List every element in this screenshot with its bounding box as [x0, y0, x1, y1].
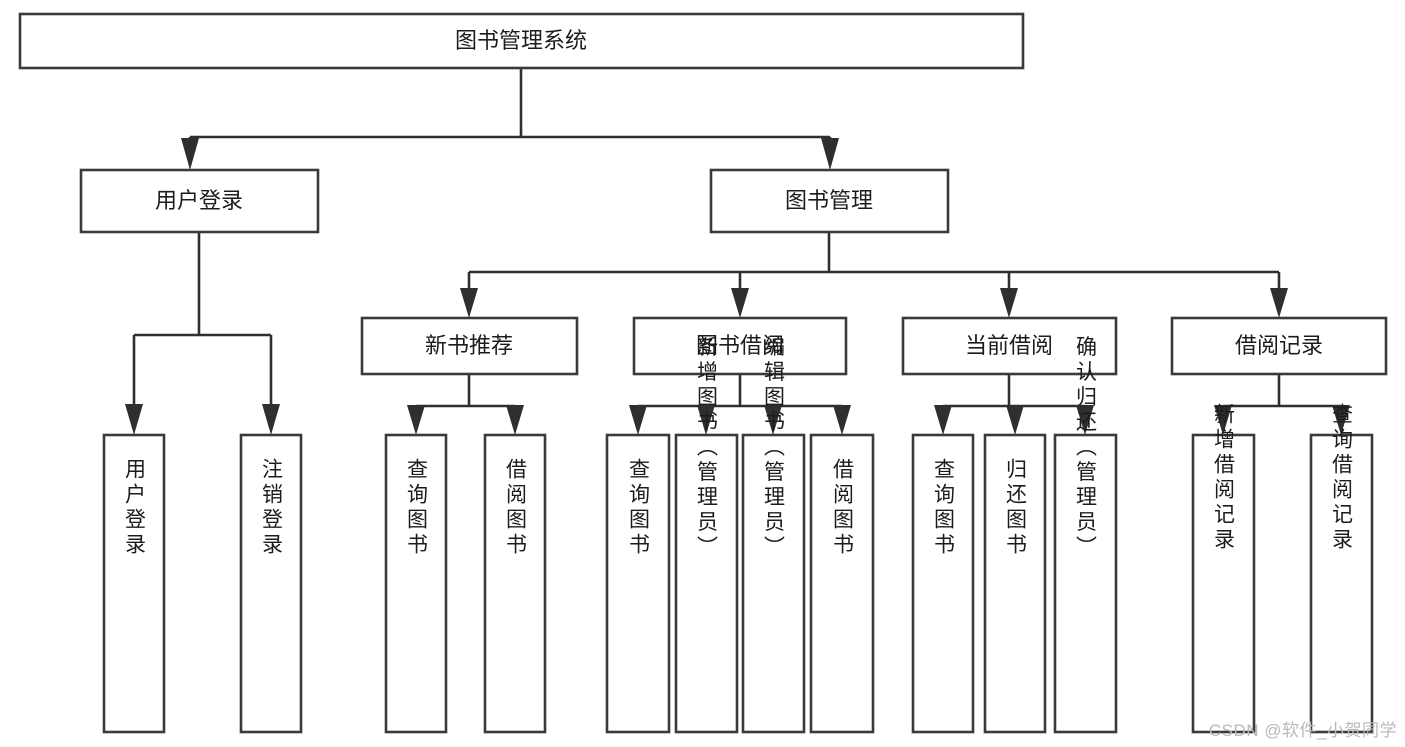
node-borrow-records[interactable]: 借阅记录 [1170, 316, 1388, 376]
node-root[interactable]: 图书管理系统 [18, 12, 1025, 70]
node-leaf-confirm-return-admin[interactable]: 确认归还（管理员） [1053, 336, 1118, 734]
node-book-management-box[interactable] [709, 168, 950, 234]
node-user-login-label: 用户登录 [155, 188, 243, 213]
node-leaf-confirm-return-admin-label: 确认归还（管理员） [1074, 336, 1098, 561]
arrow-to-leaf-confirm-return-admin [1076, 405, 1094, 435]
connector-new-book-recommend-to-leaves [407, 374, 524, 435]
arrow-to-leaf-add-book-admin [697, 405, 715, 435]
node-leaf-query-book-borrow-label: 查询图书 [627, 458, 651, 558]
node-current-borrow[interactable]: 当前借阅 [901, 316, 1118, 376]
node-leaf-add-book-admin-box[interactable] [674, 433, 739, 734]
arrow-to-leaf-query-borrow-record [1332, 405, 1350, 435]
node-leaf-borrow-book-rec[interactable]: 借阅图书 [483, 433, 547, 734]
arrow-to-leaf-query-book-borrow [629, 405, 647, 435]
node-leaf-query-borrow-record[interactable]: 查询借阅记录 [1309, 403, 1374, 734]
arrow-to-book-borrow [731, 288, 749, 318]
arrow-to-leaf-borrow-book [833, 405, 851, 435]
node-current-borrow-box[interactable] [901, 316, 1118, 376]
node-user-login-box[interactable] [79, 168, 320, 234]
connector-root-to-level2 [181, 68, 839, 170]
arrow-to-current-borrow [1000, 288, 1018, 318]
node-leaf-add-borrow-record-box[interactable] [1191, 433, 1256, 734]
node-book-borrow-box[interactable] [632, 316, 848, 376]
node-leaf-return-book-label: 归还图书 [1004, 458, 1028, 558]
node-leaf-borrow-book-rec-box[interactable] [483, 433, 547, 734]
arrow-to-leaf-borrow-book-rec [506, 405, 524, 435]
node-book-borrow-label: 图书借阅 [696, 333, 784, 358]
node-leaf-user-login-label: 用户登录 [123, 458, 147, 558]
node-leaf-borrow-book[interactable]: 借阅图书 [809, 433, 875, 734]
connector-book-borrow-to-leaves [629, 374, 851, 435]
connector-user-login-to-leaves [125, 232, 280, 435]
node-leaf-query-book-rec[interactable]: 查询图书 [384, 433, 448, 734]
node-user-login[interactable]: 用户登录 [79, 168, 320, 234]
arrow-to-leaf-user-login [125, 404, 143, 435]
node-leaf-query-book-rec-label: 查询图书 [405, 458, 429, 558]
arrow-to-user-login [181, 138, 199, 170]
arrow-to-book-management [821, 138, 839, 170]
node-leaf-query-book-current[interactable]: 查询图书 [911, 433, 975, 734]
arrow-to-leaf-query-book-current [934, 405, 952, 435]
arrow-to-leaf-return-book [1006, 405, 1024, 435]
arrow-to-leaf-logout [262, 404, 280, 435]
arrow-to-borrow-records [1270, 288, 1288, 318]
arrow-to-new-book-recommend [460, 288, 478, 318]
node-leaf-query-book-current-label: 查询图书 [932, 458, 956, 558]
node-leaf-query-book-current-box[interactable] [911, 433, 975, 734]
arrow-to-leaf-edit-book-admin [764, 405, 782, 435]
connector-book-management-to-level3 [460, 232, 1288, 318]
node-borrow-records-box[interactable] [1170, 316, 1388, 376]
node-new-book-recommend-box[interactable] [360, 316, 579, 376]
node-new-book-recommend-label: 新书推荐 [425, 333, 513, 358]
node-leaf-edit-book-admin-label: 编辑图书（管理员） [762, 336, 786, 561]
node-book-borrow[interactable]: 图书借阅 [632, 316, 848, 376]
node-root-box[interactable] [18, 12, 1025, 70]
node-book-management[interactable]: 图书管理 [709, 168, 950, 234]
node-book-management-label: 图书管理 [785, 188, 873, 213]
node-leaf-user-login[interactable]: 用户登录 [102, 433, 166, 734]
arrow-to-leaf-query-book-rec [407, 405, 425, 435]
node-leaf-edit-book-admin[interactable]: 编辑图书（管理员） [741, 336, 806, 734]
connector-current-borrow-to-leaves [934, 374, 1094, 435]
node-leaf-add-book-admin[interactable]: 新增图书（管理员） [674, 336, 739, 734]
node-leaf-return-book-box[interactable] [983, 433, 1047, 734]
node-leaf-logout[interactable]: 注销登录 [239, 433, 303, 734]
node-borrow-records-label: 借阅记录 [1235, 333, 1323, 358]
node-leaf-add-borrow-record-label: 新增借阅记录 [1212, 403, 1236, 553]
node-leaf-borrow-book-box[interactable] [809, 433, 875, 734]
node-leaf-query-book-borrow-box[interactable] [605, 433, 671, 734]
node-leaf-user-login-box[interactable] [102, 433, 166, 734]
arrow-to-leaf-add-borrow-record [1214, 405, 1232, 435]
node-leaf-logout-label: 注销登录 [260, 458, 284, 558]
node-leaf-query-borrow-record-box[interactable] [1309, 433, 1374, 734]
node-leaf-query-book-borrow[interactable]: 查询图书 [605, 433, 671, 734]
node-leaf-query-borrow-record-label: 查询借阅记录 [1330, 403, 1354, 553]
node-current-borrow-label: 当前借阅 [965, 333, 1053, 358]
node-root-label: 图书管理系统 [455, 28, 587, 53]
node-leaf-borrow-book-rec-label: 借阅图书 [504, 458, 528, 558]
node-new-book-recommend[interactable]: 新书推荐 [360, 316, 579, 376]
node-leaf-add-book-admin-label: 新增图书（管理员） [695, 336, 719, 561]
node-leaf-edit-book-admin-box[interactable] [741, 433, 806, 734]
node-leaf-logout-box[interactable] [239, 433, 303, 734]
csdn-watermark: CSDN @软件_小贺同学 [1208, 721, 1397, 740]
node-leaf-return-book[interactable]: 归还图书 [983, 433, 1047, 734]
connector-borrow-records-to-leaves [1214, 374, 1350, 435]
node-leaf-query-book-rec-box[interactable] [384, 433, 448, 734]
node-leaf-add-borrow-record[interactable]: 新增借阅记录 [1191, 403, 1256, 734]
node-leaf-confirm-return-admin-box[interactable] [1053, 433, 1118, 734]
node-leaf-borrow-book-label: 借阅图书 [831, 458, 855, 558]
